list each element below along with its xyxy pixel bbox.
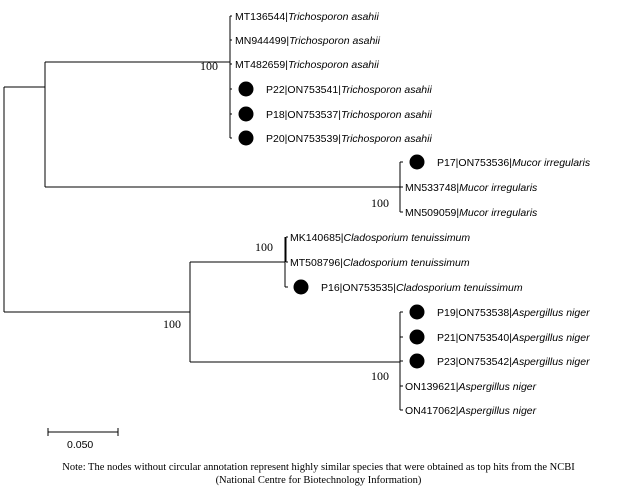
leaf-species: Aspergillus niger (511, 332, 590, 344)
leaf-species: Mucor irregularis (459, 207, 538, 219)
leaf-species: Trichosporon asahii (288, 11, 380, 23)
leaf-label: ON139621|Aspergillus niger (405, 381, 537, 393)
bootstrap-cladosporium: 100 (255, 240, 273, 254)
isolate-marker-icon (409, 304, 425, 320)
leaf-species: Trichosporon asahii (288, 59, 380, 71)
leaf-label: MN509059|Mucor irregularis (405, 207, 538, 219)
leaf-accession: P16|ON753535| (321, 282, 396, 294)
leaf-label: MT508796|Cladosporium tenuissimum (290, 257, 470, 269)
leaf-accession: P23|ON753542| (437, 356, 512, 368)
isolate-marker-icon (293, 279, 309, 295)
leaf-species: Mucor irregularis (512, 157, 591, 169)
isolate-marker-icon (238, 106, 254, 122)
isolate-marker-icon (409, 353, 425, 369)
leaf-accession: P20|ON753539| (266, 133, 341, 145)
leaf-species: Cladosporium tenuissimum (396, 282, 523, 294)
leaf-accession: MN509059| (405, 207, 459, 219)
scale-bar-label: 0.050 (67, 439, 93, 451)
leaf-label: P19|ON753538|Aspergillus niger (437, 307, 590, 319)
leaf-label: P20|ON753539|Trichosporon asahii (266, 133, 432, 145)
figure-note-line-2: (National Centre for Biotechnology Infor… (215, 475, 422, 486)
bootstrap-values: 100 100 100 100 100 (163, 59, 389, 383)
leaf-species: Trichosporon asahii (341, 133, 433, 145)
leaf-species: Cladosporium tenuissimum (344, 232, 471, 244)
isolate-marker-icon (238, 130, 254, 146)
tree-leaves: MT136544|Trichosporon asahiiMN944499|Tri… (235, 11, 591, 417)
leaf-accession: ON139621| (405, 381, 459, 393)
bootstrap-mucor: 100 (371, 196, 389, 210)
leaf-species: Aspergillus niger (511, 356, 590, 368)
figure-note-line-1: Note: The nodes without circular annotat… (62, 462, 575, 473)
leaf-accession: P18|ON753537| (266, 109, 341, 121)
isolate-marker-icon (238, 81, 254, 97)
leaf-label: P23|ON753542|Aspergillus niger (437, 356, 590, 368)
bootstrap-cladosporium-aspergillus: 100 (163, 317, 181, 331)
leaf-species: Trichosporon asahii (289, 35, 381, 47)
leaf-label: MN533748|Mucor irregularis (405, 182, 538, 194)
leaf-species: Trichosporon asahii (341, 84, 433, 96)
scale-bar: 0.050 (47, 428, 119, 451)
leaf-species: Aspergillus niger (458, 405, 537, 417)
leaf-accession: P21|ON753540| (437, 332, 512, 344)
leaf-accession: MN944499| (235, 35, 289, 47)
leaf-accession: MT136544| (235, 11, 288, 23)
leaf-label: MK140685|Cladosporium tenuissimum (290, 232, 470, 244)
figure-note: Note: The nodes without circular annotat… (0, 461, 637, 487)
leaf-species: Cladosporium tenuissimum (343, 257, 470, 269)
leaf-label: MT482659|Trichosporon asahii (235, 59, 379, 71)
isolate-marker-icon (409, 154, 425, 170)
leaf-accession: MK140685| (290, 232, 344, 244)
leaf-label: ON417062|Aspergillus niger (405, 405, 537, 417)
leaf-label: P16|ON753535|Cladosporium tenuissimum (321, 282, 523, 294)
bootstrap-aspergillus: 100 (371, 369, 389, 383)
leaf-accession: MT482659| (235, 59, 288, 71)
leaf-accession: ON417062| (405, 405, 459, 417)
leaf-label: MN944499|Trichosporon asahii (235, 35, 381, 47)
tree-branches (3, 15, 403, 411)
leaf-species: Aspergillus niger (511, 307, 590, 319)
leaf-label: P17|ON753536|Mucor irregularis (437, 157, 591, 169)
leaf-accession: P19|ON753538| (437, 307, 512, 319)
leaf-label: P21|ON753540|Aspergillus niger (437, 332, 590, 344)
leaf-species: Mucor irregularis (459, 182, 538, 194)
leaf-accession: MN533748| (405, 182, 459, 194)
leaf-accession: P17|ON753536| (437, 157, 512, 169)
leaf-label: P22|ON753541|Trichosporon asahii (266, 84, 432, 96)
leaf-species: Trichosporon asahii (341, 109, 433, 121)
leaf-accession: P22|ON753541| (266, 84, 341, 96)
bootstrap-trichosporon: 100 (200, 59, 218, 73)
leaf-label: MT136544|Trichosporon asahii (235, 11, 379, 23)
leaf-label: P18|ON753537|Trichosporon asahii (266, 109, 432, 121)
leaf-accession: MT508796| (290, 257, 343, 269)
isolate-marker-icon (409, 329, 425, 345)
leaf-species: Aspergillus niger (458, 381, 537, 393)
phylogenetic-tree: 100 100 100 100 100 MT136544|Trichosporo… (3, 11, 591, 451)
